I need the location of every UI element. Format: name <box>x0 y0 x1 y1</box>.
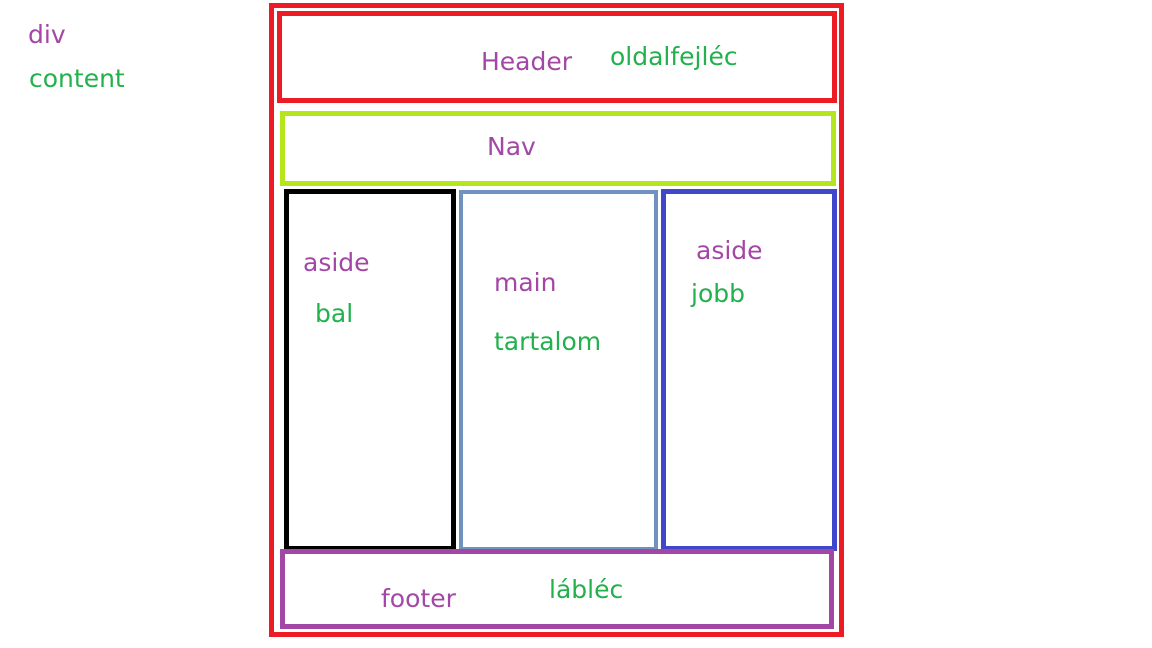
wrapper-div-box <box>269 3 844 637</box>
aside-left-box <box>284 189 456 551</box>
footer-box <box>280 549 834 629</box>
main-tag-label: main <box>494 268 557 297</box>
aside-left-content-label: bal <box>315 299 354 328</box>
aside-right-box <box>661 189 837 551</box>
aside-left-tag-label: aside <box>303 248 370 277</box>
aside-right-content-label: jobb <box>691 279 745 308</box>
aside-right-tag-label: aside <box>696 236 763 265</box>
nav-box <box>280 111 836 186</box>
main-box <box>459 190 658 551</box>
main-content-label: tartalom <box>494 327 602 356</box>
header-tag-label: Header <box>481 47 573 76</box>
header-content-label: oldalfejléc <box>610 42 738 71</box>
footer-tag-label: footer <box>381 584 456 613</box>
header-box <box>277 11 837 103</box>
nav-tag-label: Nav <box>487 132 536 161</box>
legend-tag-label: div <box>28 20 66 49</box>
footer-content-label: lábléc <box>549 575 624 604</box>
legend-content-label: content <box>29 64 125 93</box>
